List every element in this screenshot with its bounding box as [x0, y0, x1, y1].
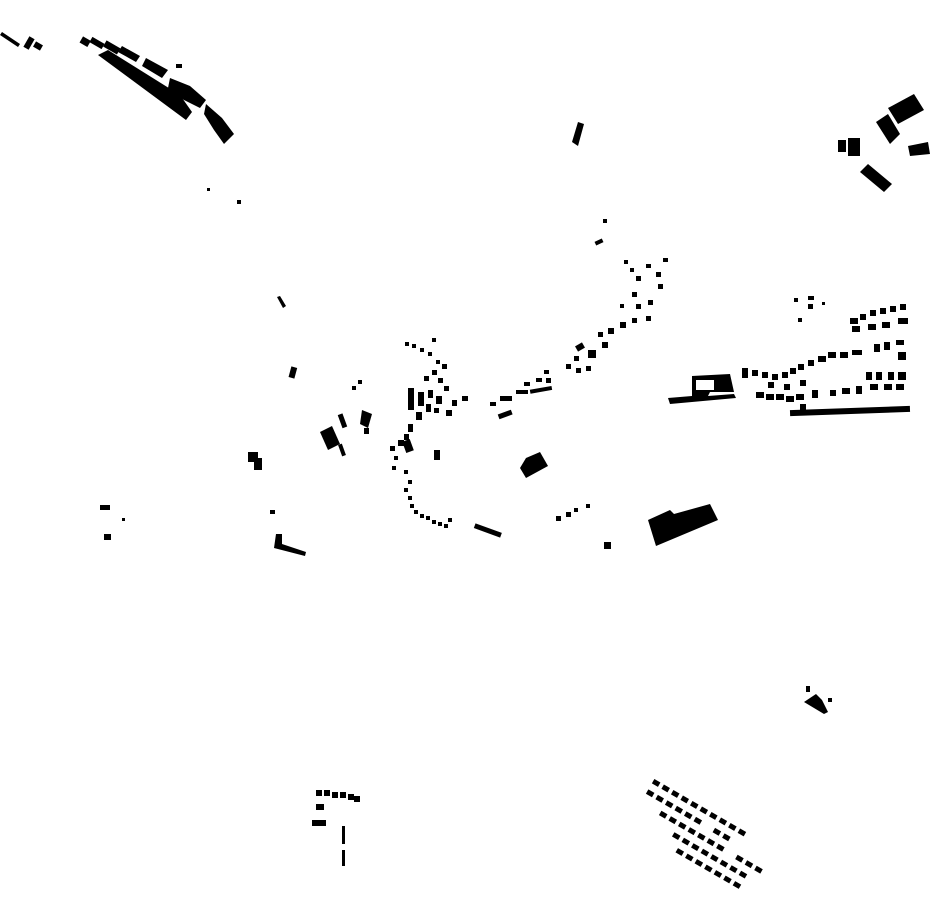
building-cluster-northwest	[0, 32, 241, 204]
building	[594, 238, 604, 246]
building-cluster-southeast-grid	[645, 779, 763, 889]
building	[277, 296, 286, 308]
building-cluster-center	[100, 258, 718, 556]
building	[288, 366, 298, 379]
building-isolated-north	[572, 122, 584, 146]
building-cluster-southeast-small	[804, 686, 832, 714]
buildings	[0, 32, 930, 889]
building	[603, 219, 607, 223]
building-cluster-northeast	[838, 94, 930, 192]
building-cluster-south	[312, 790, 360, 866]
building-cluster-east	[668, 296, 911, 417]
